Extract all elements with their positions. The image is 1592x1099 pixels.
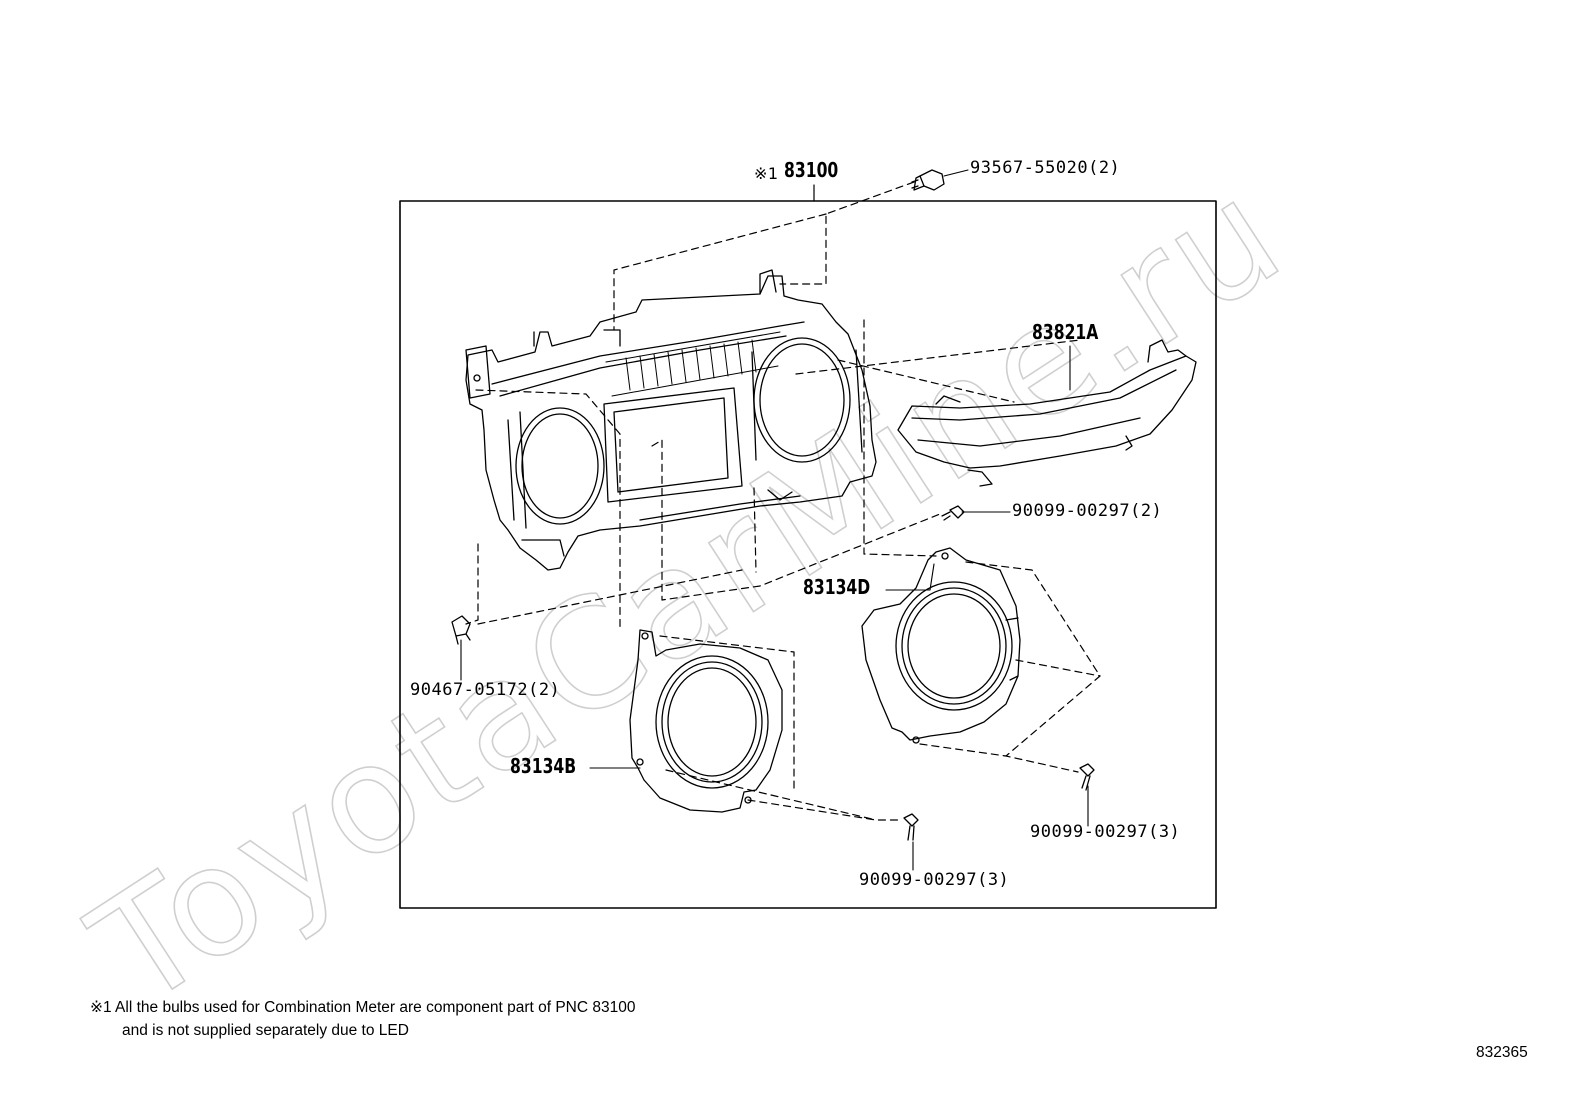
callout-83821a: 83821A	[1032, 320, 1099, 344]
callout-90099-00297-2: 90099-00297(2)	[1012, 501, 1163, 521]
screw-top-drawing	[911, 169, 945, 191]
footnote: ※1 All the bulbs used for Combination Me…	[90, 996, 635, 1042]
footnote-line-2: and is not supplied separately due to LE…	[122, 1022, 409, 1039]
callout-90467-05172: 90467-05172(2)	[410, 680, 561, 700]
screw-right-drawing	[941, 505, 965, 521]
callout-83134b: 83134B	[510, 754, 577, 778]
ring-83134d-drawing	[861, 547, 1021, 744]
callout-83100: 83100	[784, 158, 839, 182]
callout-93567-55020: 93567-55020(2)	[970, 158, 1121, 178]
callout-83134d: 83134D	[803, 575, 871, 599]
callout-main-prefix: ※1	[754, 164, 779, 183]
garnish-drawing	[897, 339, 1197, 487]
callout-90099-00297-3-left: 90099-00297(3)	[859, 870, 1010, 890]
clip-left-drawing	[451, 615, 471, 645]
callout-90099-00297-3-right: 90099-00297(3)	[1030, 822, 1181, 842]
screw-ring-left-drawing	[903, 813, 919, 841]
combination-meter-drawing	[465, 269, 877, 571]
footnote-line-1: ※1 All the bulbs used for Combination Me…	[90, 999, 636, 1016]
ring-83134b-drawing	[629, 629, 783, 813]
screw-ring-right-drawing	[1079, 763, 1095, 791]
assembly-frame	[399, 200, 1217, 909]
diagram-number: 832365	[1476, 1044, 1528, 1061]
